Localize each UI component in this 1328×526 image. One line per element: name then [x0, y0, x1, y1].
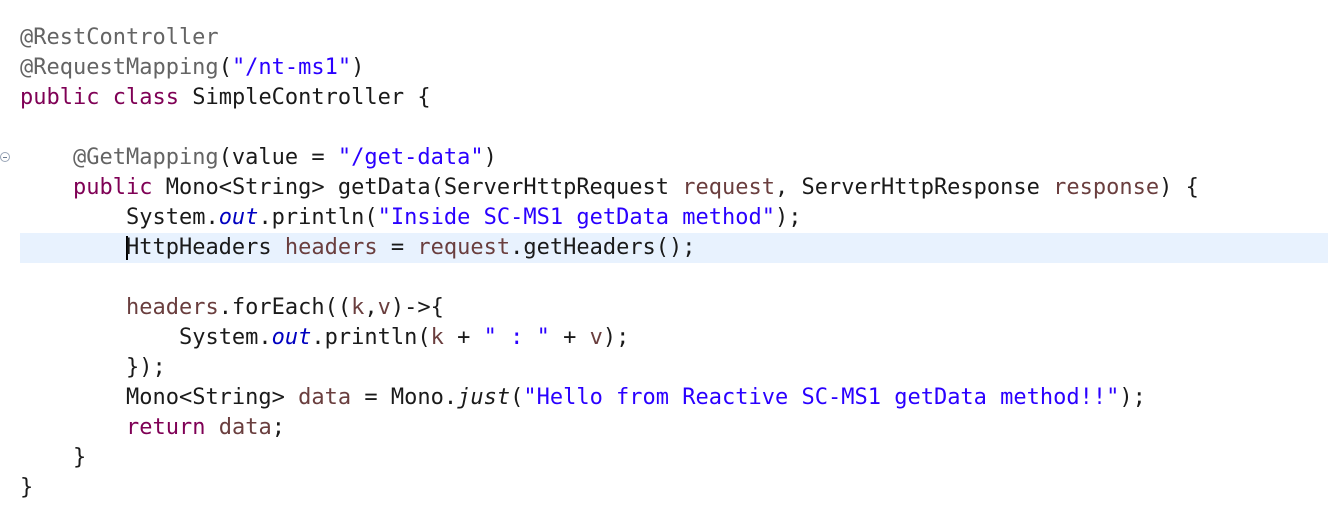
code-token: "/nt-ms1" — [231, 55, 352, 80]
code-token: request — [417, 235, 511, 260]
code-token: request — [682, 175, 775, 200]
code-token: .println( — [311, 325, 431, 350]
code-line[interactable]: } — [0, 443, 1328, 473]
code-line[interactable]: Mono<String> data = Mono.just("Hello fro… — [0, 383, 1328, 413]
code-token: response — [1053, 175, 1160, 200]
code-token: "/get-data" — [337, 145, 484, 170]
code-line[interactable]: @GetMapping(value = "/get-data") — [0, 143, 1328, 173]
code-token: , ServerHttpResponse — [775, 175, 1054, 200]
code-token: + — [443, 325, 484, 350]
code-token: Mono<String> — [125, 385, 299, 410]
code-token: just — [457, 385, 511, 410]
code-token: System. — [125, 205, 219, 230]
code-token: class — [112, 85, 179, 110]
code-token: @GetMapping — [72, 145, 219, 170]
code-indent — [20, 325, 179, 350]
code-line-current[interactable]: HttpHeaders headers = request.getHeaders… — [20, 233, 1328, 263]
code-token: )->{ — [390, 295, 444, 320]
code-indent — [20, 295, 126, 320]
code-line[interactable]: @RequestMapping("/nt-ms1") — [0, 53, 1328, 83]
code-token: v — [589, 325, 603, 350]
code-token: ; — [271, 415, 285, 440]
code-indent — [20, 385, 126, 410]
code-token: SimpleController { — [178, 85, 431, 110]
code-editor[interactable]: @RestController@RequestMapping("/nt-ms1"… — [0, 23, 1328, 523]
code-token: ) { — [1159, 175, 1199, 200]
code-token: @RequestMapping — [20, 55, 219, 80]
code-indent — [20, 235, 126, 260]
code-token: @RestController — [20, 25, 219, 50]
code-token: "Hello from Reactive SC-MS1 getData meth… — [523, 385, 1120, 410]
code-line[interactable] — [0, 263, 1328, 293]
text-cursor — [125, 236, 128, 260]
code-token: .println( — [258, 205, 378, 230]
code-token: System. — [178, 325, 272, 350]
code-token: , — [364, 295, 378, 320]
code-line[interactable]: public class SimpleController { — [0, 83, 1328, 113]
code-token: ); — [775, 205, 802, 230]
code-token: ) — [351, 55, 365, 80]
code-line[interactable]: System.out.println(k + " : " + v); — [0, 323, 1328, 353]
code-token: } — [20, 475, 34, 500]
code-indent — [20, 355, 126, 380]
code-token: out — [218, 205, 259, 230]
code-token: }); — [125, 355, 166, 380]
code-line[interactable]: }); — [0, 353, 1328, 383]
fold-collapse-icon[interactable] — [0, 152, 10, 162]
code-token: } — [72, 445, 87, 470]
code-indent — [20, 145, 73, 170]
code-token: public — [20, 85, 100, 110]
code-token: Mono<String> getData(ServerHttpRequest — [152, 175, 683, 200]
code-token: ); — [602, 325, 630, 350]
code-token: .getHeaders(); — [510, 235, 696, 260]
code-token: headers — [125, 295, 219, 320]
code-token: k — [430, 325, 444, 350]
code-line[interactable]: return data; — [0, 413, 1328, 443]
code-token: "Inside SC-MS1 getData method" — [377, 205, 776, 230]
code-indent — [20, 205, 126, 230]
code-token: ( — [218, 55, 232, 80]
code-token: data — [218, 415, 272, 440]
code-token: " : " — [483, 325, 550, 350]
code-token: (value = — [218, 145, 338, 170]
code-indent — [20, 445, 73, 470]
code-token: data — [298, 385, 352, 410]
code-token: .forEach(( — [218, 295, 352, 320]
code-line[interactable]: } — [0, 473, 1328, 503]
code-token: headers — [284, 235, 378, 260]
code-token: out — [271, 325, 312, 350]
code-indent — [20, 175, 73, 200]
code-token — [205, 415, 218, 440]
code-token: public — [72, 175, 153, 200]
code-token: v — [377, 295, 391, 320]
code-line[interactable]: @RestController — [0, 23, 1328, 53]
code-token: HttpHeaders — [125, 235, 285, 260]
code-line[interactable] — [0, 113, 1328, 143]
code-indent — [20, 415, 126, 440]
code-line[interactable]: headers.forEach((k,v)->{ — [0, 293, 1328, 323]
code-token: ( — [510, 385, 524, 410]
code-token: = — [377, 235, 418, 260]
code-line[interactable]: System.out.println("Inside SC-MS1 getDat… — [0, 203, 1328, 233]
code-token: ); — [1119, 385, 1146, 410]
code-token: k — [351, 295, 365, 320]
code-token: return — [125, 415, 206, 440]
code-token: ) — [483, 145, 497, 170]
code-line[interactable]: public Mono<String> getData(ServerHttpRe… — [0, 173, 1328, 203]
code-token: + — [549, 325, 590, 350]
code-token: = Mono. — [351, 385, 458, 410]
code-token — [99, 85, 112, 110]
